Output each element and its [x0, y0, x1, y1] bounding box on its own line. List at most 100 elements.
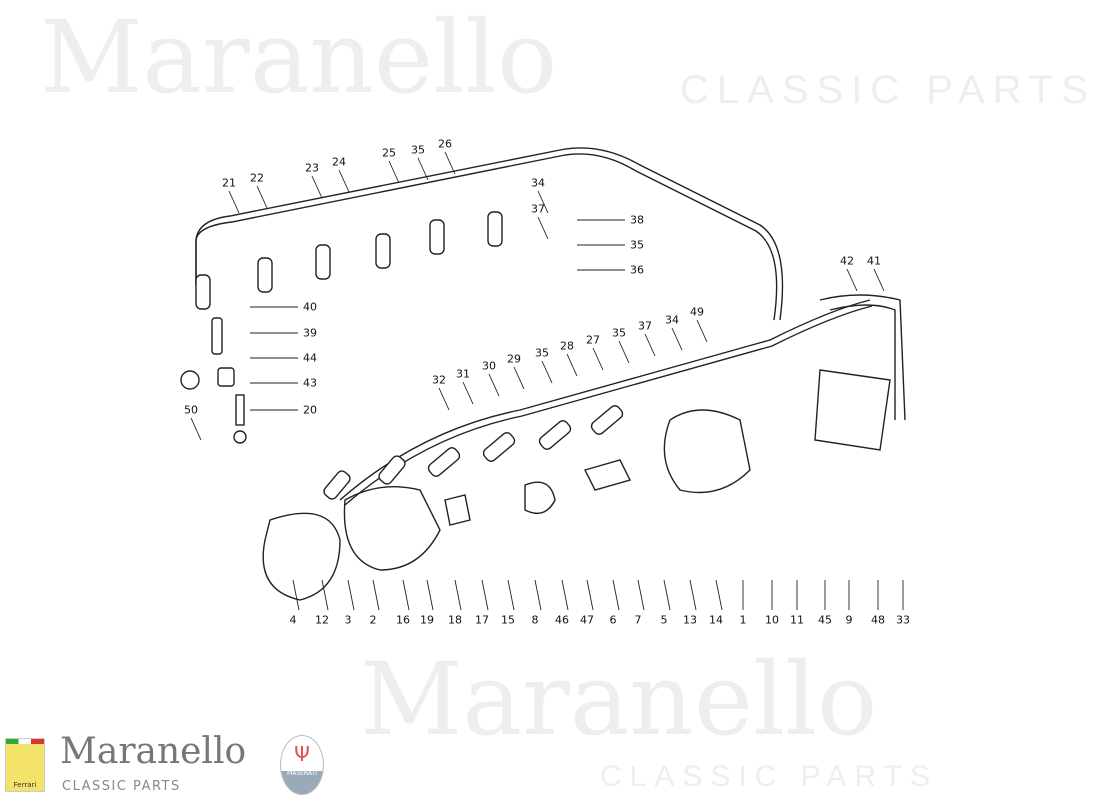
callout-31: 31 — [456, 367, 470, 381]
callout-23: 23 — [305, 161, 319, 175]
leader-line — [462, 381, 474, 405]
callout-38: 38 — [630, 213, 644, 227]
leader-line — [190, 417, 202, 441]
callout-43: 43 — [303, 376, 317, 390]
leader-line — [541, 360, 553, 384]
leader-line — [696, 319, 708, 343]
callout-25: 25 — [382, 146, 396, 160]
leader-line — [311, 175, 323, 199]
callout-35: 35 — [612, 326, 626, 340]
leader-line — [612, 579, 620, 611]
callout-12: 12 — [315, 613, 329, 627]
leader-line — [372, 579, 380, 611]
leader-line — [637, 579, 645, 611]
leader-line — [402, 579, 410, 611]
callout-42: 42 — [840, 254, 854, 268]
callout-11: 11 — [790, 613, 804, 627]
leader-line — [488, 373, 500, 397]
callout-26: 26 — [438, 137, 452, 151]
callout-39: 39 — [303, 326, 317, 340]
callout-13: 13 — [683, 613, 697, 627]
callout-35: 35 — [630, 238, 644, 252]
callout-29: 29 — [507, 352, 521, 366]
leader-line — [537, 216, 549, 240]
callout-7: 7 — [634, 613, 642, 627]
callout-33: 33 — [896, 613, 910, 627]
callout-35: 35 — [535, 346, 549, 360]
callout-47: 47 — [580, 613, 594, 627]
leader-line — [534, 579, 542, 611]
callout-45: 45 — [818, 613, 832, 627]
leader-line — [537, 190, 549, 214]
leader-line — [481, 579, 489, 611]
callout-37: 37 — [638, 319, 652, 333]
leader-line — [561, 579, 569, 611]
leader-line — [592, 347, 604, 371]
callout-10: 10 — [765, 613, 779, 627]
callout-3: 3 — [344, 613, 352, 627]
watermark-sub: CLASSIC PARTS — [680, 68, 1096, 112]
callout-18: 18 — [448, 613, 462, 627]
callout-48: 48 — [871, 613, 885, 627]
leader-line — [338, 169, 350, 193]
leader-line — [689, 579, 697, 611]
leader-line — [388, 160, 400, 184]
leader-line — [417, 157, 429, 181]
callout-15: 15 — [501, 613, 515, 627]
callout-28: 28 — [560, 339, 574, 353]
watermark-sub-2: CLASSIC PARTS — [600, 760, 938, 793]
callout-6: 6 — [609, 613, 617, 627]
callout-24: 24 — [332, 155, 346, 169]
callout-30: 30 — [482, 359, 496, 373]
harness-drawing — [195, 147, 906, 601]
callout-36: 36 — [630, 263, 644, 277]
leader-line — [846, 268, 858, 292]
callout-2: 2 — [369, 613, 377, 627]
callout-19: 19 — [420, 613, 434, 627]
callout-35: 35 — [411, 143, 425, 157]
leader-line — [454, 579, 462, 611]
callout-37: 37 — [531, 202, 545, 216]
ferrari-badge-icon: Ferrari — [5, 738, 45, 792]
watermark-brand-2: Maranello — [360, 641, 878, 758]
leader-line — [321, 579, 329, 611]
callout-49: 49 — [690, 305, 704, 319]
callout-40: 40 — [303, 300, 317, 314]
callout-5: 5 — [660, 613, 668, 627]
callout-16: 16 — [396, 613, 410, 627]
plug-boots — [180, 211, 624, 500]
callout-34: 34 — [665, 313, 679, 327]
callout-27: 27 — [586, 333, 600, 347]
leader-line — [228, 190, 240, 214]
leader-lines — [190, 151, 904, 611]
leader-line — [507, 579, 515, 611]
leader-line — [671, 327, 683, 351]
leader-line — [513, 366, 525, 390]
leader-line — [444, 151, 456, 175]
logo-subtitle: CLASSIC PARTS — [62, 779, 181, 794]
leader-line — [292, 579, 300, 611]
leader-line — [873, 268, 885, 292]
callout-41: 41 — [867, 254, 881, 268]
watermark-brand: Maranello — [40, 0, 558, 116]
callout-44: 44 — [303, 351, 317, 365]
callout-46: 46 — [555, 613, 569, 627]
callout-21: 21 — [222, 176, 236, 190]
callout-34: 34 — [531, 176, 545, 190]
leader-line — [426, 579, 434, 611]
ferrari-badge-text: Ferrari — [13, 781, 37, 789]
callout-14: 14 — [709, 613, 723, 627]
callout-20: 20 — [303, 403, 317, 417]
callout-22: 22 — [250, 171, 264, 185]
logo-brand: Maranello — [60, 731, 247, 772]
callout-17: 17 — [475, 613, 489, 627]
callout-32: 32 — [432, 373, 446, 387]
leader-line — [618, 340, 630, 364]
leader-line — [715, 579, 723, 611]
callout-9: 9 — [845, 613, 853, 627]
callout-50: 50 — [184, 403, 198, 417]
leader-line — [256, 185, 268, 209]
